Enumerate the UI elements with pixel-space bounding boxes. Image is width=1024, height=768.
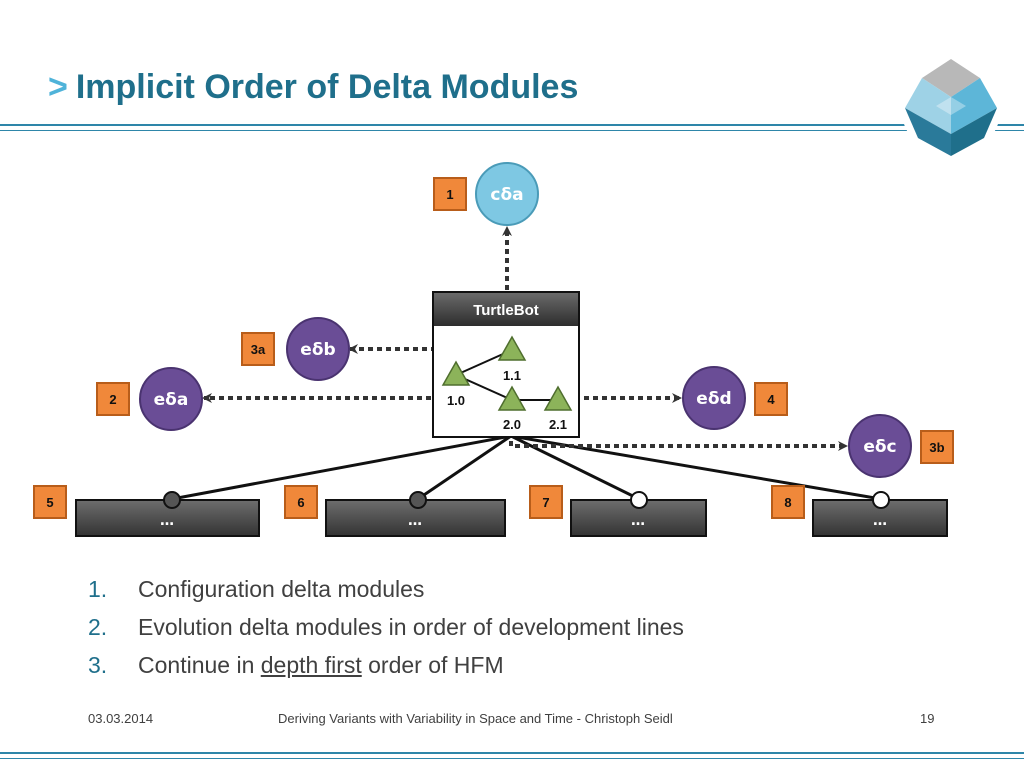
badge-8-label: 8 — [784, 495, 791, 510]
variant-bar-6-label: … — [408, 513, 422, 529]
bullet-item: 1. Configuration delta modules — [88, 572, 684, 610]
bullet-item: 3. Continue in depth first order of HFM — [88, 648, 684, 686]
module-eb: eδb — [286, 317, 350, 381]
slide-title: >Implicit Order of Delta Modules — [48, 68, 578, 107]
module-eb-label: eδb — [300, 340, 335, 360]
badge-5: 5 — [33, 485, 67, 519]
version-2-0-label: 2.0 — [503, 417, 521, 432]
title-chevron: > — [48, 68, 68, 106]
badge-4: 4 — [754, 382, 788, 416]
feature-dot-mandatory-6 — [409, 491, 427, 509]
feature-dot-optional-8 — [872, 491, 890, 509]
version-1-0-triangle — [441, 360, 471, 386]
version-1-0-label: 1.0 — [447, 393, 465, 408]
badge-1: 1 — [433, 177, 467, 211]
version-1-1-triangle — [497, 335, 527, 361]
badge-3a-label: 3a — [251, 342, 266, 357]
turtlebot-title: TurtleBot — [473, 302, 539, 319]
bullet-text-pre: Continue in — [138, 652, 261, 678]
version-tree: 1.0 1.1 2.0 2.1 — [441, 335, 573, 432]
badge-3a: 3a — [241, 332, 275, 366]
module-ed: eδd — [682, 366, 746, 430]
footer-title: Deriving Variants with Variability in Sp… — [278, 711, 673, 726]
bullet-item: 2. Evolution delta modules in order of de… — [88, 610, 684, 648]
badge-2: 2 — [96, 382, 130, 416]
header-rule-thin — [0, 130, 1024, 131]
feature-dot-mandatory-5 — [163, 491, 181, 509]
module-ca: cδa — [475, 162, 539, 226]
badge-7-label: 7 — [542, 495, 549, 510]
bullet-number: 3. — [88, 652, 108, 678]
badge-5-label: 5 — [46, 495, 53, 510]
footer-date: 03.03.2014 — [88, 711, 154, 726]
title-text: Implicit Order of Delta Modules — [75, 68, 579, 106]
module-ec: eδc — [848, 414, 912, 478]
module-ca-label: cδa — [490, 185, 523, 205]
badge-2-label: 2 — [109, 392, 116, 407]
bullet-number: 1. — [88, 576, 108, 602]
module-ea-label: eδa — [154, 390, 189, 410]
version-2-0-triangle — [497, 385, 527, 411]
module-ea: eδa — [139, 367, 203, 431]
bullet-text: Evolution delta modules in order of deve… — [138, 614, 684, 640]
version-2-1-label: 2.1 — [549, 417, 567, 432]
variant-bar-5-label: … — [160, 513, 174, 529]
variant-bar-8-label: … — [873, 513, 887, 529]
variant-bar-7-label: … — [631, 513, 645, 529]
badge-3b-label: 3b — [929, 440, 944, 455]
bullet-number: 2. — [88, 614, 108, 640]
badge-6-label: 6 — [297, 495, 304, 510]
version-2-1-triangle — [543, 385, 573, 411]
badge-8: 8 — [771, 485, 805, 519]
bullet-text: Configuration delta modules — [138, 576, 425, 602]
bullet-list: 1. Configuration delta modules 2. Evolutio… — [88, 572, 684, 686]
badge-1-label: 1 — [446, 187, 453, 202]
bullet-text-post: order of HFM — [361, 652, 504, 678]
institution-logo — [901, 57, 1001, 157]
footer-rule — [0, 752, 1024, 754]
module-ec-label: eδc — [863, 437, 896, 457]
badge-7: 7 — [529, 485, 563, 519]
badge-4-label: 4 — [767, 392, 775, 407]
module-ed-label: eδd — [696, 389, 731, 409]
badge-3b: 3b — [920, 430, 954, 464]
badge-6: 6 — [284, 485, 318, 519]
depth-first-link[interactable]: depth first — [260, 652, 362, 678]
feature-dot-optional-7 — [630, 491, 648, 509]
page-number: 19 — [920, 711, 935, 726]
header-rule — [0, 124, 1024, 126]
footer-rule-thin — [0, 758, 1024, 759]
version-1-1-label: 1.1 — [503, 368, 521, 383]
